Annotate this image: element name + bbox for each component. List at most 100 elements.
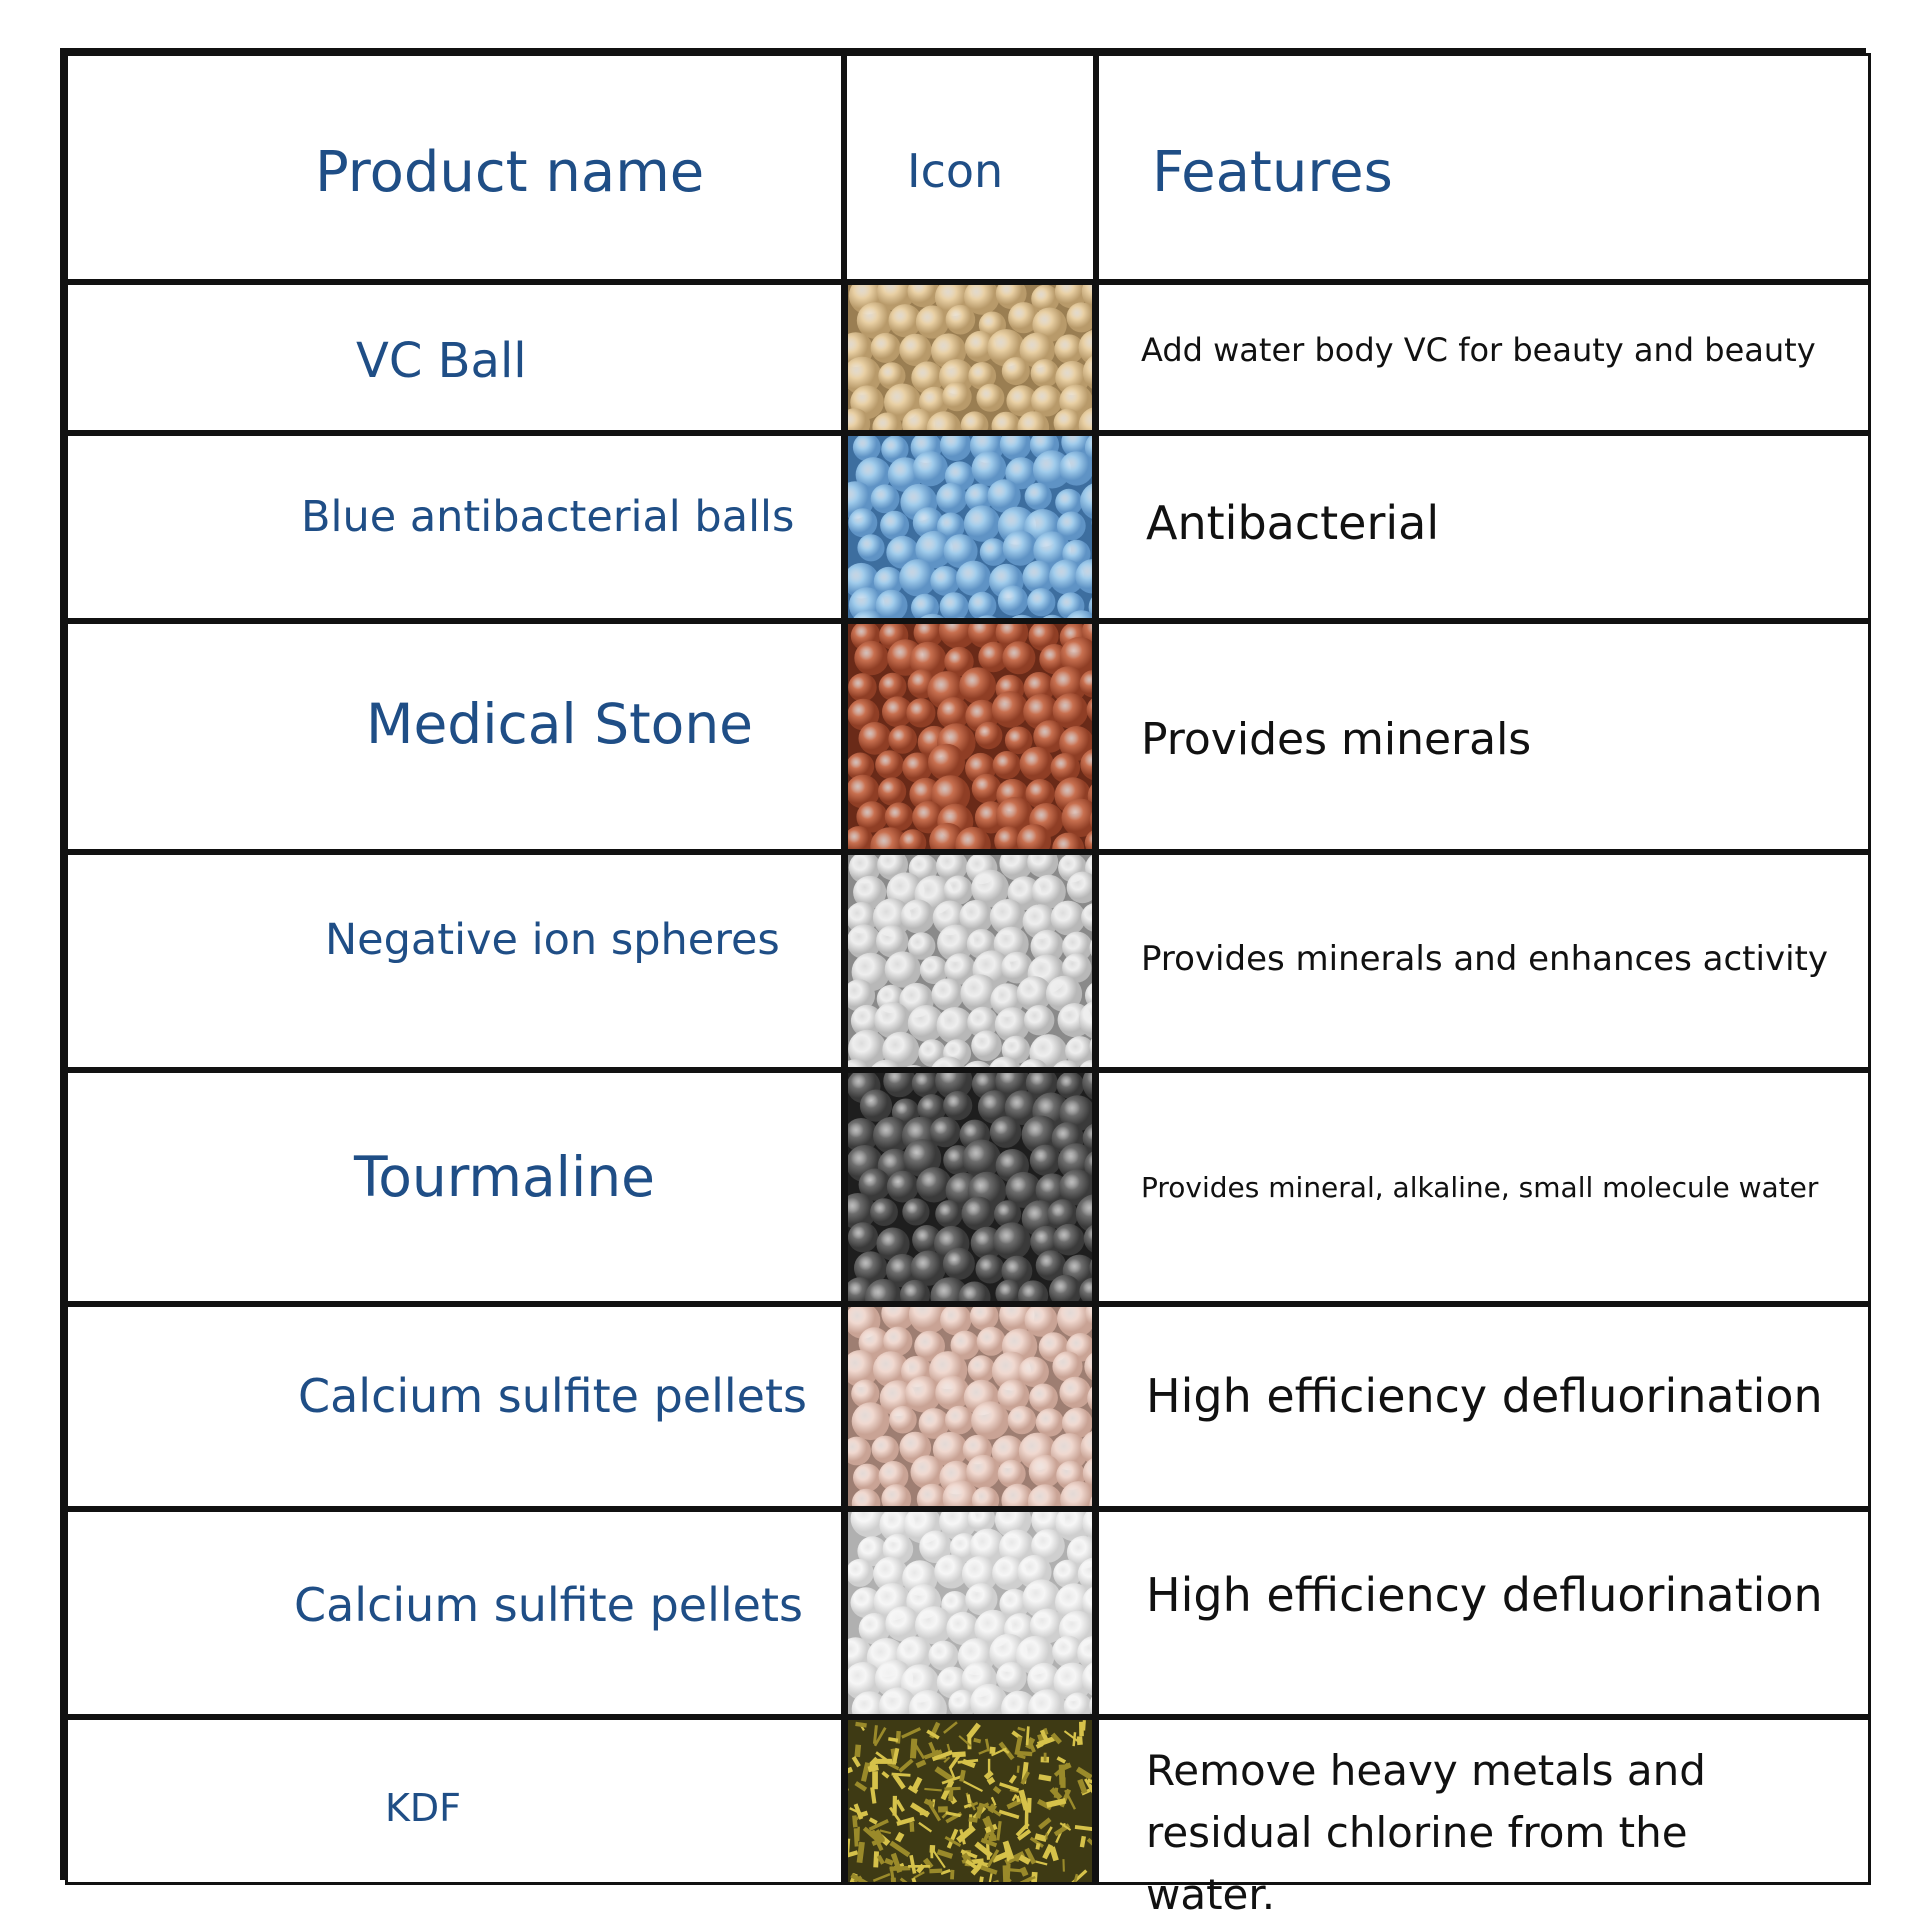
row-3-name-cell: Medical Stone xyxy=(65,621,844,852)
gold-granules-icon xyxy=(848,1720,1092,1882)
pellet xyxy=(943,1091,972,1120)
pellet xyxy=(888,725,917,754)
pellet xyxy=(860,1090,892,1122)
pellet xyxy=(859,722,892,755)
row-6-icon-cell xyxy=(844,1304,1096,1509)
header-product-name: Product name xyxy=(315,140,704,205)
feature-text: Add water body VC for beauty and beauty xyxy=(1141,331,1816,369)
product-name: Blue antibacterial balls xyxy=(301,492,794,542)
row-8-name-cell: KDF xyxy=(65,1717,844,1885)
pellet xyxy=(1008,1406,1036,1434)
pellet xyxy=(1024,1005,1054,1035)
granule xyxy=(854,1745,861,1758)
pellet xyxy=(976,1255,1005,1284)
pellet xyxy=(852,1402,890,1440)
pellet xyxy=(1059,1377,1091,1409)
pellet xyxy=(879,673,907,701)
pellet xyxy=(906,698,935,727)
pellet xyxy=(880,511,909,540)
pellet xyxy=(853,1464,881,1492)
pellet xyxy=(990,1116,1022,1148)
terracotta-pellets-icon xyxy=(848,624,1092,849)
pellet xyxy=(848,508,877,537)
granule xyxy=(1006,1864,1011,1881)
row-7-name-cell: Calcium sulfite pellets xyxy=(65,1509,844,1717)
feature-text: Provides minerals xyxy=(1141,714,1531,765)
pellet xyxy=(993,1222,1031,1260)
row-4-feature-cell: Provides minerals and enhances activity xyxy=(1096,852,1871,1070)
pellet xyxy=(1002,357,1030,385)
row-1-name-cell: VC Ball xyxy=(65,282,844,433)
pellet xyxy=(942,382,971,411)
row-2-name-cell: Blue antibacterial balls xyxy=(65,433,844,621)
header-features: Features xyxy=(1152,140,1393,205)
pellet xyxy=(959,667,996,704)
product-name: Negative ion spheres xyxy=(325,915,780,965)
granule xyxy=(1025,1808,1029,1829)
pellet xyxy=(916,1167,951,1202)
white-pellets-icon xyxy=(848,855,1092,1067)
pellet xyxy=(993,751,1021,779)
granule xyxy=(920,1811,929,1815)
granule xyxy=(872,1771,878,1789)
pellet xyxy=(977,1327,1006,1356)
pellet xyxy=(998,586,1028,616)
pellet xyxy=(901,899,935,933)
pellet xyxy=(962,1140,1001,1179)
granule xyxy=(873,1851,879,1867)
pellet xyxy=(1051,901,1086,936)
granule xyxy=(891,1878,897,1882)
row-8-icon-cell xyxy=(844,1717,1096,1885)
pellet xyxy=(889,1406,917,1434)
pellet xyxy=(956,561,991,596)
pellet xyxy=(902,753,932,783)
granule xyxy=(1044,1753,1047,1762)
pellet xyxy=(878,777,906,805)
row-4-icon-cell xyxy=(844,852,1096,1070)
row-1-feature-cell: Add water body VC for beauty and beauty xyxy=(1096,282,1871,433)
pellet xyxy=(998,1460,1026,1488)
row-5-name-cell: Tourmaline xyxy=(65,1070,844,1304)
row-3-icon-cell xyxy=(844,621,1096,852)
feature-text: High efficiency defluorination xyxy=(1146,1369,1823,1423)
granule xyxy=(929,1869,942,1874)
pellet xyxy=(916,305,949,338)
row-5-feature-cell: Provides mineral, alkaline, small molecu… xyxy=(1096,1070,1871,1304)
pellet xyxy=(1029,1384,1058,1413)
header-product-cell: Product name xyxy=(65,53,844,282)
pellet xyxy=(943,1248,975,1280)
row-1-icon-cell xyxy=(844,282,1096,433)
pellet xyxy=(854,641,888,675)
row-7-icon-cell xyxy=(844,1509,1096,1717)
row-2-feature-cell: Antibacterial xyxy=(1096,433,1871,621)
header-icon-cell: Icon xyxy=(844,53,1096,282)
pellet xyxy=(932,978,964,1010)
granule xyxy=(1059,1765,1066,1785)
pellet xyxy=(887,1171,919,1203)
pellet xyxy=(930,1117,961,1148)
feature-text: Provides mineral, alkaline, small molecu… xyxy=(1141,1171,1818,1204)
pellet xyxy=(964,505,1000,541)
beige-pellets-icon xyxy=(848,285,1092,430)
pellet xyxy=(946,305,976,335)
header-icon: Icon xyxy=(907,144,1003,198)
pellet xyxy=(971,1030,1002,1061)
pellet xyxy=(975,722,1002,749)
header-features-cell: Features xyxy=(1096,53,1871,282)
feature-text: Remove heavy metals and residual chlorin… xyxy=(1146,1740,1826,1926)
pellet xyxy=(976,384,1004,412)
pellet xyxy=(968,1355,995,1382)
pellet xyxy=(883,1327,912,1356)
product-table: Product name Icon Features VC Ball Add w… xyxy=(60,48,1866,1880)
pellet xyxy=(936,483,967,514)
feature-text: High efficiency defluorination xyxy=(1146,1568,1823,1622)
pellet xyxy=(1030,1145,1061,1176)
feature-text: Antibacterial xyxy=(1146,496,1439,550)
granule xyxy=(876,1759,893,1764)
pellet xyxy=(1020,747,1054,781)
granule xyxy=(989,1747,995,1755)
product-name: Calcium sulfite pellets xyxy=(294,1578,803,1632)
pellet xyxy=(875,750,904,779)
row-2-icon-cell xyxy=(844,433,1096,621)
pellet xyxy=(1036,1408,1064,1436)
